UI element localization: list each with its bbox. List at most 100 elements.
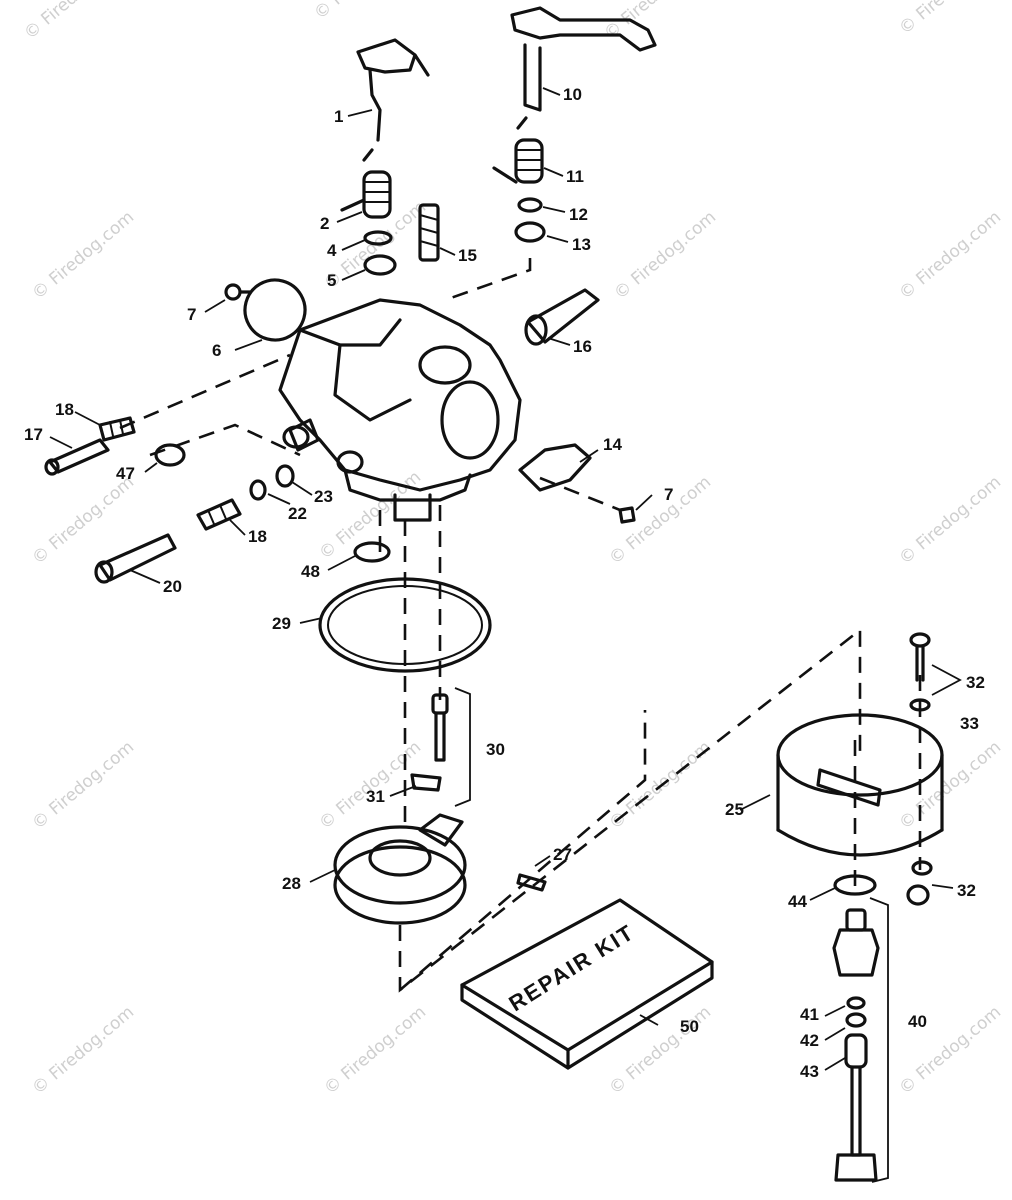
callout-11: 11 bbox=[566, 167, 584, 186]
watermark-text: © Firedog.com bbox=[20, 0, 130, 44]
callout-18: 18 bbox=[55, 400, 74, 419]
callout-32: 32 bbox=[957, 881, 976, 900]
choke-spring-part bbox=[492, 116, 544, 184]
callout-48: 48 bbox=[301, 562, 320, 581]
callout-43: 43 bbox=[800, 1062, 819, 1081]
pin-washer-part bbox=[909, 698, 931, 712]
welch-plug-part bbox=[154, 443, 186, 467]
seal-part bbox=[363, 254, 397, 276]
callout-7: 7 bbox=[664, 485, 673, 504]
callout-17: 17 bbox=[24, 425, 43, 444]
bracket-line bbox=[869, 897, 889, 1183]
o-ring-part bbox=[275, 464, 295, 488]
callout-40: 40 bbox=[908, 1012, 927, 1031]
assembly-line bbox=[398, 627, 862, 993]
watermark-text: © Firedog.com bbox=[315, 737, 425, 834]
throttle-shaft-part bbox=[356, 38, 430, 142]
callout-42: 42 bbox=[800, 1031, 819, 1050]
washer-part bbox=[517, 197, 543, 213]
seal-part bbox=[514, 221, 546, 243]
callout-6: 6 bbox=[212, 341, 221, 360]
callout-44: 44 bbox=[788, 892, 807, 911]
bowl-washer-part bbox=[353, 541, 391, 563]
gasket-part bbox=[249, 479, 267, 501]
bracket-line bbox=[931, 664, 962, 696]
watermark-text: © Firedog.com bbox=[28, 207, 138, 304]
throttle-plate-part bbox=[243, 278, 307, 342]
watermark-text: © Firedog.com bbox=[895, 472, 1005, 569]
callout-27: 27 bbox=[553, 845, 572, 864]
callout-13: 13 bbox=[572, 235, 591, 254]
callout-47: 47 bbox=[116, 464, 135, 483]
callout-5: 5 bbox=[327, 271, 336, 290]
choke-plate-part bbox=[518, 443, 592, 492]
idle-screw-part bbox=[418, 203, 440, 262]
watermark-text: © Firedog.com bbox=[610, 207, 720, 304]
bowl-pin-part bbox=[906, 860, 933, 906]
callout-1: 1 bbox=[334, 107, 343, 126]
main-adjust-screw-part bbox=[94, 533, 177, 584]
assembly-line bbox=[539, 476, 621, 512]
callout-2: 2 bbox=[320, 214, 329, 233]
callout-50: 50 bbox=[680, 1017, 699, 1036]
mixture-spring-part bbox=[98, 416, 136, 442]
callout-30: 30 bbox=[486, 740, 505, 759]
watermark-text: © Firedog.com bbox=[28, 1002, 138, 1099]
watermark-text: © Firedog.com bbox=[895, 207, 1005, 304]
assembly-line bbox=[149, 423, 301, 457]
callout-15: 15 bbox=[458, 246, 477, 265]
callout-23: 23 bbox=[314, 487, 333, 506]
assembly-line bbox=[119, 353, 291, 430]
watermark-text: © Firedog.com bbox=[315, 467, 425, 564]
watermark-text: © Firedog.com bbox=[320, 197, 430, 294]
main-jet-assembly-part bbox=[832, 908, 880, 1182]
watermarks: © Firedog.com © Firedog.com © Firedog.co… bbox=[20, 0, 1005, 1099]
callout-33: 33 bbox=[960, 714, 979, 733]
plate-screw-part bbox=[224, 283, 252, 301]
main-spring-part bbox=[196, 498, 242, 531]
callout-12: 12 bbox=[569, 205, 588, 224]
fuel-inlet-fitting-part bbox=[524, 288, 600, 346]
needle-clip-part bbox=[410, 773, 442, 792]
bowl-nut-washer-part bbox=[833, 874, 877, 896]
carburetor-body-part bbox=[278, 298, 522, 522]
idle-mixture-screw-part bbox=[44, 438, 110, 476]
plate-screw-part bbox=[618, 506, 636, 524]
watermark-text: © Firedog.com bbox=[320, 1002, 430, 1099]
leader-lines bbox=[49, 87, 954, 1071]
washer-part bbox=[363, 230, 393, 246]
float-part bbox=[333, 813, 467, 925]
watermark-text: © Firedog.com bbox=[600, 0, 710, 44]
assembly-line bbox=[444, 258, 532, 302]
callout-20: 20 bbox=[163, 577, 182, 596]
float-bowl-part bbox=[776, 713, 944, 857]
throttle-spring-part bbox=[340, 148, 392, 219]
callout-32: 32 bbox=[966, 673, 985, 692]
callout-4: 4 bbox=[327, 241, 337, 260]
watermark-text: © Firedog.com bbox=[28, 737, 138, 834]
callout-31: 31 bbox=[366, 787, 385, 806]
float-pin-part bbox=[516, 873, 547, 892]
callout-41: 41 bbox=[800, 1005, 819, 1024]
callout-25: 25 bbox=[725, 800, 744, 819]
callout-labels: 1 2 4 5 6 7 7 10 11 12 13 14 15 16 17 18… bbox=[24, 85, 985, 1081]
callout-7: 7 bbox=[187, 305, 196, 324]
bowl-gasket-part bbox=[318, 577, 492, 673]
callout-14: 14 bbox=[603, 435, 622, 454]
callout-10: 10 bbox=[563, 85, 582, 104]
callout-16: 16 bbox=[573, 337, 592, 356]
bowl-pin-part bbox=[909, 632, 931, 682]
inlet-needle-part bbox=[431, 693, 449, 762]
watermark-text: © Firedog.com bbox=[895, 0, 1005, 39]
callout-18: 18 bbox=[248, 527, 267, 546]
callout-28: 28 bbox=[282, 874, 301, 893]
bracket-line bbox=[454, 687, 471, 807]
callout-29: 29 bbox=[272, 614, 291, 633]
assembly-line bbox=[399, 710, 647, 991]
watermark-text: © Firedog.com bbox=[310, 0, 420, 24]
callout-22: 22 bbox=[288, 504, 307, 523]
repair-kit-label: REPAIR KIT bbox=[504, 919, 639, 1016]
choke-shaft-part bbox=[510, 6, 657, 112]
